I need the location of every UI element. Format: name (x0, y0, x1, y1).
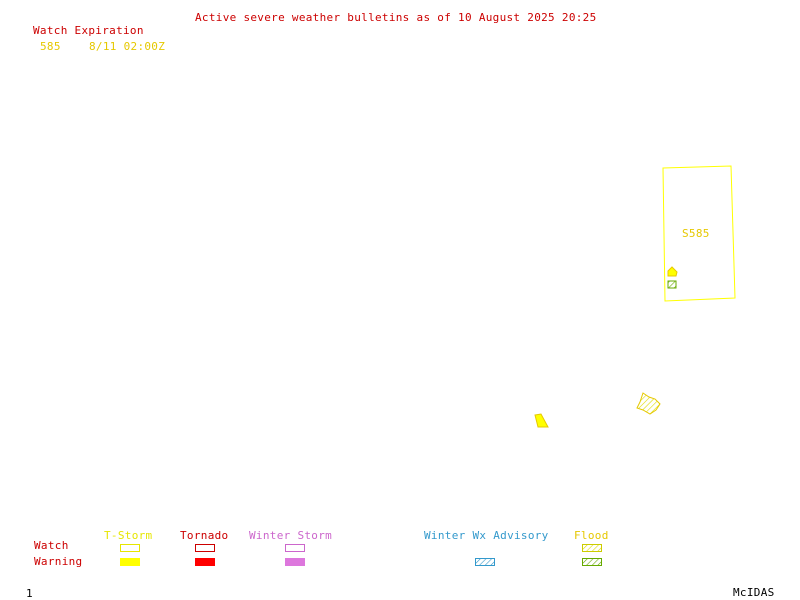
flood-watch-swatch (582, 544, 602, 552)
legend-winter-advisory-label: Winter Wx Advisory (424, 529, 549, 542)
legend-winter-storm-label: Winter Storm (249, 529, 333, 542)
legend-tornado-label: Tornado (180, 529, 229, 542)
watch-box-label: S585 (682, 227, 710, 240)
tstorm-watch-swatch (120, 544, 140, 552)
tstorm-warning-swatch (120, 558, 140, 566)
tstorm-warning-polygon[interactable] (534, 413, 549, 428)
watch-expiration-heading: Watch Expiration (33, 24, 144, 37)
warning-polygon[interactable] (667, 266, 678, 277)
legend-flood-label: Flood (574, 529, 609, 542)
brand-label: McIDAS (733, 586, 775, 599)
frame-number: 1 (26, 587, 33, 600)
winter-storm-watch-swatch (285, 544, 305, 552)
watch-expiration-time: 8/11 02:00Z (89, 40, 166, 53)
flood-area-polygon[interactable] (636, 392, 661, 415)
flood-warning-polygon[interactable] (667, 280, 677, 289)
winter-advisory-swatch (475, 558, 495, 566)
tornado-warning-swatch (195, 558, 215, 566)
watch-number: 585 (40, 40, 61, 53)
legend-tstorm-label: T-Storm (104, 529, 153, 542)
legend-warning-row-label: Warning (34, 555, 83, 568)
legend-watch-row-label: Watch (34, 539, 69, 552)
flood-warning-swatch (582, 558, 602, 566)
page-title: Active severe weather bulletins as of 10… (195, 11, 597, 24)
watch-box-polygon[interactable] (662, 165, 736, 302)
tornado-watch-swatch (195, 544, 215, 552)
winter-storm-warning-swatch (285, 558, 305, 566)
